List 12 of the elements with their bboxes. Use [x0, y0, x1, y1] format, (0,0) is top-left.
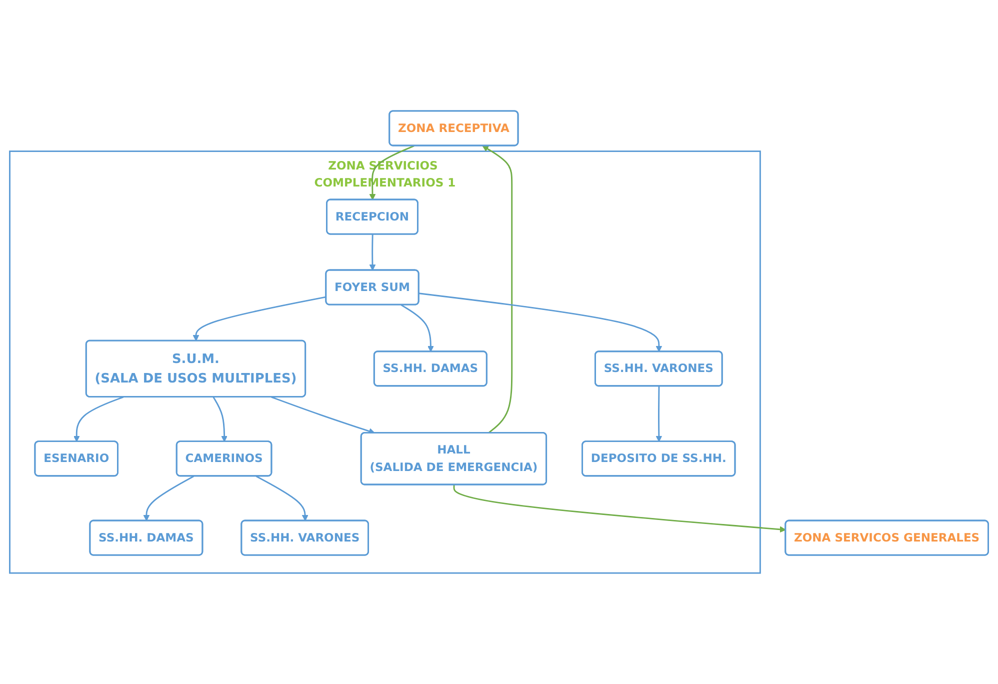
- arrow: [143, 476, 194, 522]
- arrow: [73, 396, 124, 442]
- arrow: [256, 476, 308, 522]
- arrow: [192, 296, 326, 342]
- arrow: [369, 234, 376, 271]
- arrow: [482, 146, 513, 434]
- arrow: [656, 386, 662, 442]
- arrow: [418, 292, 662, 352]
- arrow: [400, 304, 434, 352]
- arrow: [212, 396, 228, 442]
- arrow: [453, 484, 786, 533]
- arrow: [271, 396, 375, 434]
